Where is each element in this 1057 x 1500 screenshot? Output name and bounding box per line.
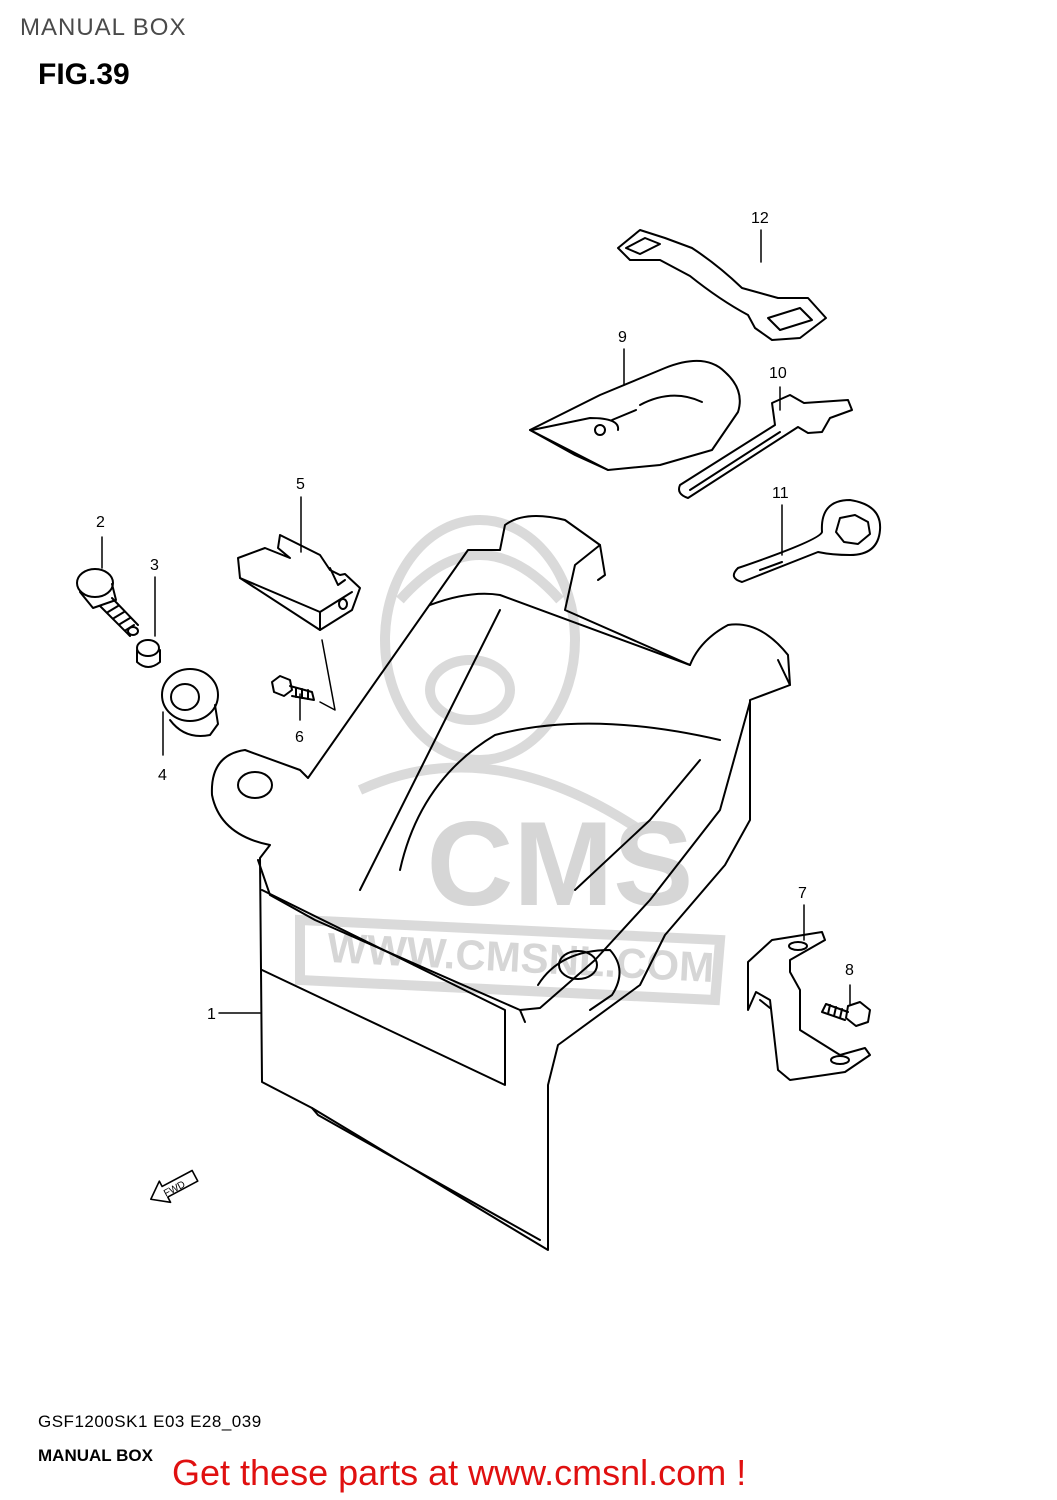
callout-9: 9 <box>618 329 627 346</box>
callout-8: 8 <box>845 962 854 979</box>
part-manual-box <box>210 515 791 1251</box>
section-label: MANUAL BOX <box>38 1446 153 1465</box>
part-bracket <box>747 931 871 1081</box>
part-clip <box>237 534 361 631</box>
part-collar <box>136 639 161 668</box>
model-code: GSF1200SK1 E03 E28_039 <box>38 1412 262 1431</box>
callout-7: 7 <box>798 885 807 902</box>
page-header-title: MANUAL BOX <box>20 14 187 41</box>
callout-6: 6 <box>295 729 304 746</box>
part-grommet <box>161 668 219 737</box>
part-bolt-small <box>821 1001 871 1027</box>
leader-lines <box>101 229 851 1014</box>
callout-4: 4 <box>158 767 167 784</box>
part-box-wrench <box>732 499 882 583</box>
figure-label: FIG.39 <box>38 58 130 91</box>
part-strap <box>617 229 827 341</box>
fwd-label: FWD <box>162 1179 187 1199</box>
callout-2: 2 <box>96 514 105 531</box>
callout-10: 10 <box>769 365 787 382</box>
callout-11: 11 <box>772 485 789 502</box>
fwd-arrow-icon <box>150 1169 199 1204</box>
watermark <box>295 515 726 1006</box>
callout-5: 5 <box>296 476 305 493</box>
watermark-brand: CMS <box>427 797 694 931</box>
part-spanner <box>678 394 853 499</box>
part-tool-bag <box>529 359 741 471</box>
callout-12: 12 <box>751 210 769 227</box>
callout-1: 1 <box>207 1006 216 1023</box>
callout-3: 3 <box>150 557 159 574</box>
get-parts-link[interactable]: Get these parts at www.cmsnl.com ! <box>172 1452 747 1493</box>
part-bolt <box>271 675 315 701</box>
part-screw <box>76 568 139 637</box>
